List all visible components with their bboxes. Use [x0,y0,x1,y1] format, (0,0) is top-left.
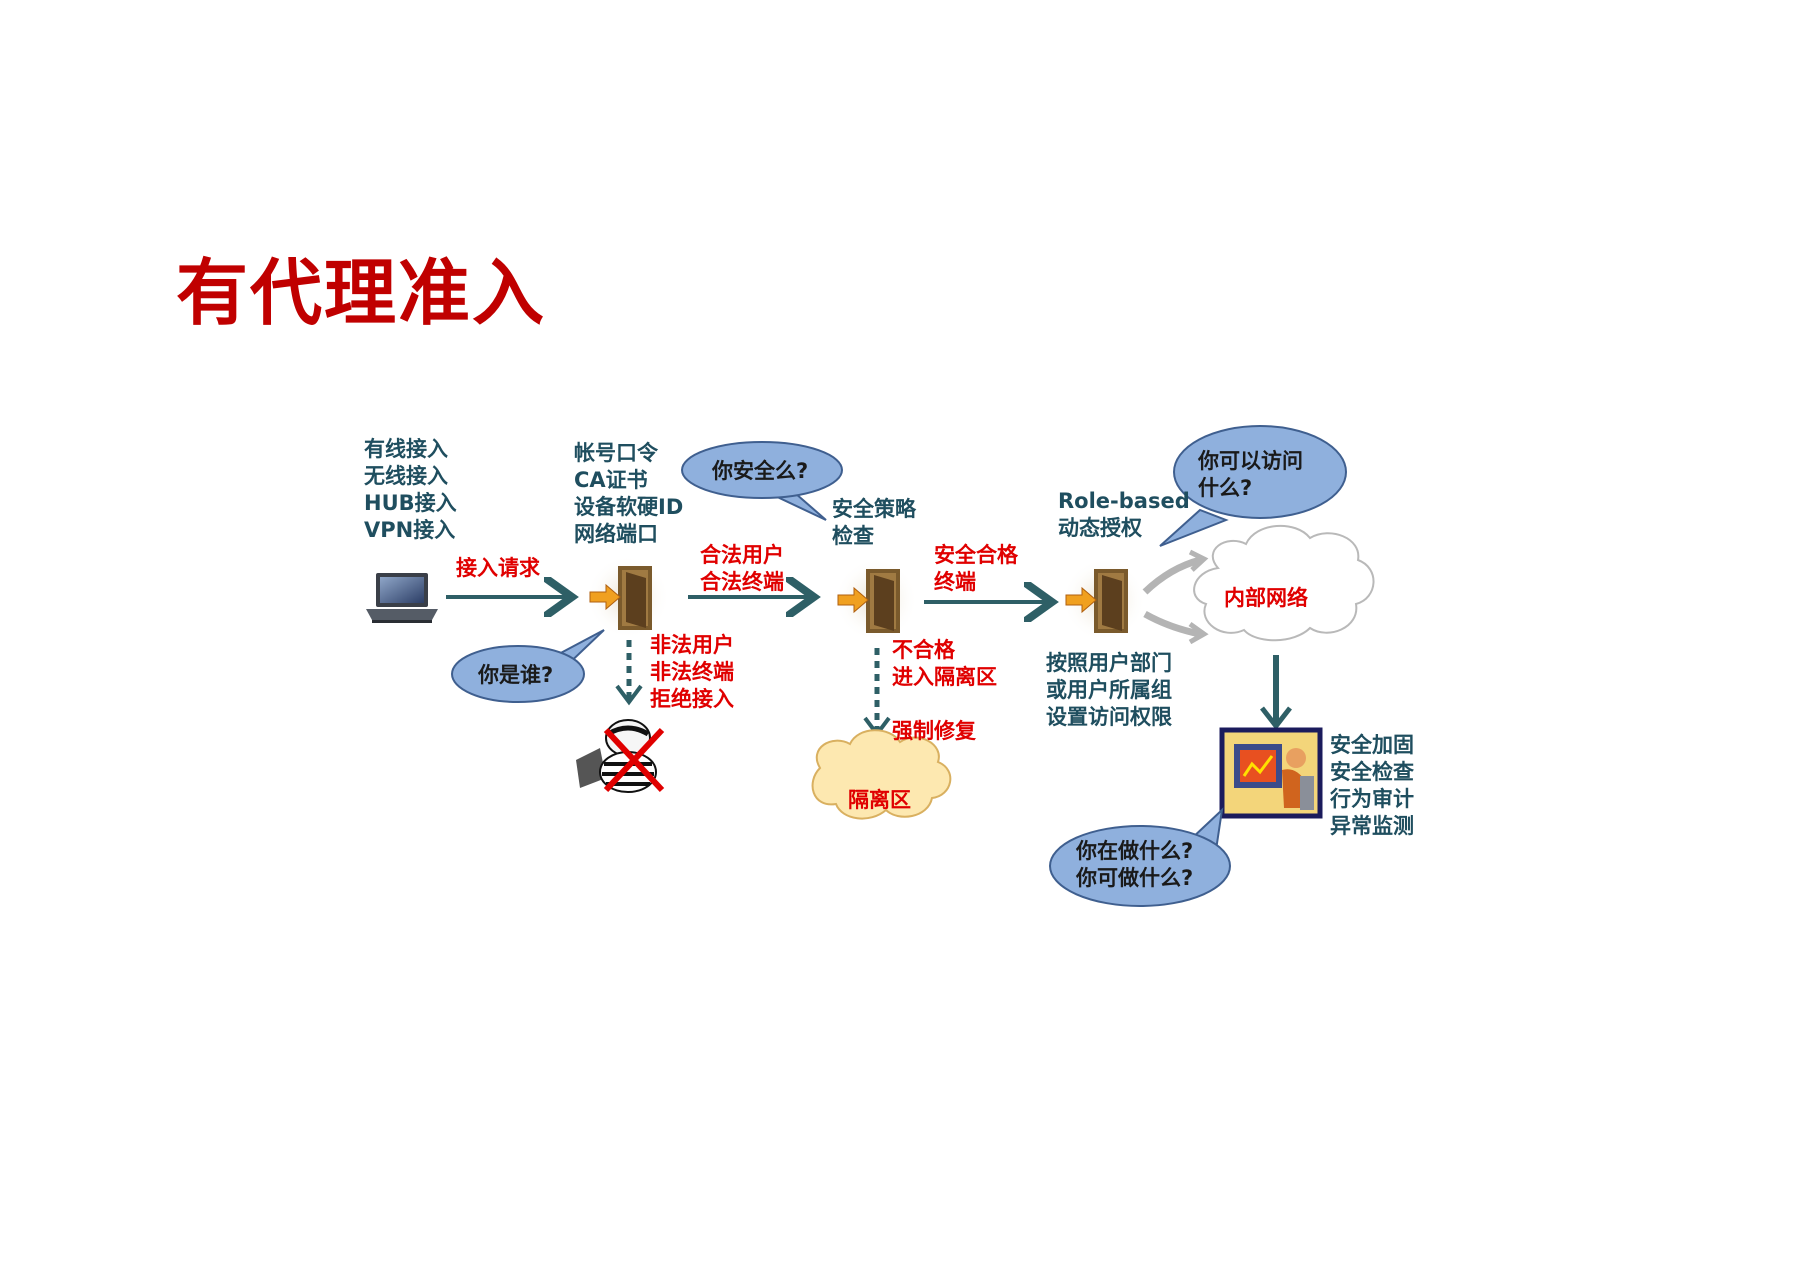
speech-bubble-who [451,629,605,703]
speech-bubble-secure [681,441,843,521]
speech-bubble-doing [1049,807,1231,907]
bubble-doing-text: 你在做什么? 你可做什么? [1076,839,1194,890]
credential-item: 帐号口令 [574,441,658,465]
door-icon [586,555,670,639]
access-methods-list: 有线接入 无线接入 HUB接入 VPN接入 [364,436,457,544]
speech-bubble-access [1159,425,1347,547]
access-request-label: 接入请求 [456,556,540,580]
laptop-icon [366,573,438,623]
bubble-access-text: 你可以访问 什么? [1198,449,1303,500]
access-method-item: 有线接入 [364,437,448,461]
door-icon [1062,558,1146,642]
bubble-who-text: 你是谁? [478,663,554,687]
role-based-label: Role-based 动态授权 [1058,489,1190,540]
internal-network-cloud [1193,525,1375,642]
internal-network-label: 内部网络 [1224,586,1308,610]
reject-x-icon [603,727,665,793]
authorization-rules: 按照用户部门 或用户所属组 设置访问权限 [1046,651,1172,729]
access-method-item: VPN接入 [364,518,456,542]
security-policy-label: 安全策略 检查 [832,497,916,548]
compliant-terminal-label: 安全合格 终端 [934,543,1018,594]
isolation-zone-label: 隔离区 [848,788,911,812]
page-title: 有代理准入 [176,251,547,335]
arrow-grant-access [1142,549,1209,645]
operator-monitor-icon [1219,727,1323,819]
isolation-zone-cloud [811,729,952,820]
credential-item: CA证书 [574,468,648,492]
thief-icon [576,719,657,793]
monitoring-list: 安全加固 安全检查 行为审计 异常监测 [1330,733,1414,838]
illegal-label: 非法用户 非法终端 拒绝接入 [650,633,734,711]
credential-item: 设备软硬ID [574,495,684,519]
forced-repair-label: 强制修复 [892,719,976,743]
door-icon [834,558,918,642]
arrow-monitor [1260,655,1292,731]
credentials-list: 帐号口令 CA证书 设备软硬ID 网络端口 [574,440,683,548]
legal-user-label: 合法用户 合法终端 [700,543,784,594]
credential-item: 网络端口 [574,522,658,546]
access-method-item: HUB接入 [364,491,457,515]
access-method-item: 无线接入 [364,464,448,488]
bubble-secure-text: 你安全么? [712,459,809,483]
noncompliant-label: 不合格 进入隔离区 [892,638,997,689]
